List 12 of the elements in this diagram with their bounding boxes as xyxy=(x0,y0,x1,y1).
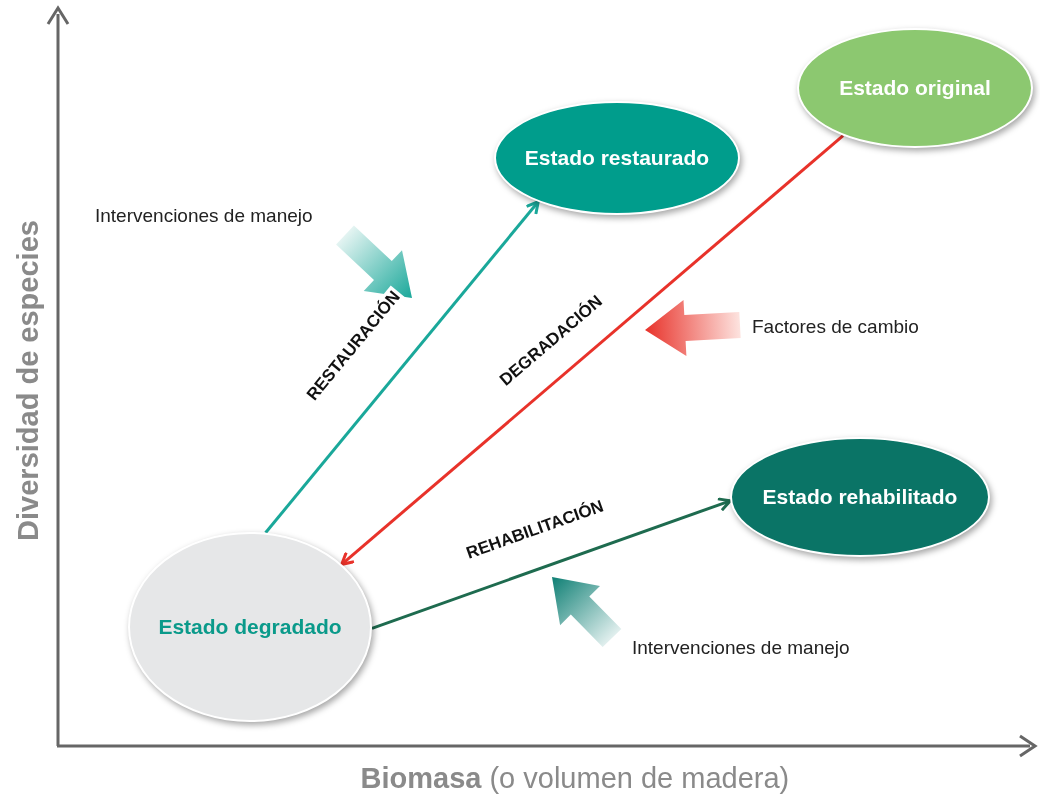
state-label: Estado rehabilitado xyxy=(762,485,958,509)
annotation-text: Intervenciones de manejo xyxy=(632,637,850,659)
axis-title: Diversidad de especies xyxy=(11,219,45,541)
annotation-text: Intervenciones de manejo xyxy=(95,205,313,227)
arrow xyxy=(264,200,540,534)
state-label: Estado restaurado xyxy=(524,146,710,170)
annotation-text: Factores de cambio xyxy=(752,316,919,338)
arrow xyxy=(371,497,732,630)
axis-title: Biomasa (o volumen de madera) xyxy=(360,761,790,795)
state-label: Estado degradado xyxy=(158,615,342,639)
state-label: Estado original xyxy=(839,76,991,100)
arrow xyxy=(340,134,845,566)
